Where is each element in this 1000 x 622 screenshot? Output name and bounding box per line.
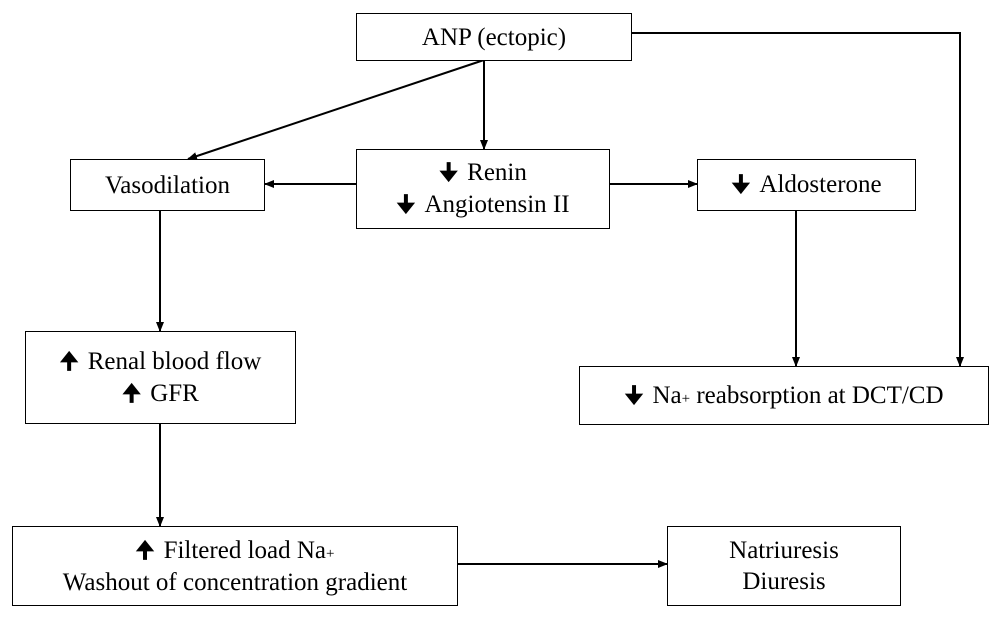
renal-blood-flow-gfr-node: 🠉 Renal blood flow 🠉 GFR	[25, 331, 296, 424]
anp-label: ANP (ectopic)	[421, 23, 567, 51]
vasodilation-label: Vasodilation	[105, 171, 230, 199]
angiotensin-label: Angiotensin II	[424, 191, 570, 218]
reabsorption-label: reabsorption at DCT/CD	[690, 381, 944, 409]
filtered-load-label: Filtered load Na	[163, 536, 327, 564]
renin-angiotensin-node: 🠋 Renin 🠋 Angiotensin II	[356, 149, 610, 229]
na-label: Na	[652, 381, 682, 409]
edge-anp-to-vasodilation	[187, 59, 485, 160]
up-arrow-icon: 🠉	[135, 537, 155, 564]
anp-ectopic-node: ANP (ectopic)	[356, 13, 632, 61]
diuresis-label: Diuresis	[742, 568, 826, 595]
natriuresis-diuresis-node: Natriuresis Diuresis	[667, 526, 901, 606]
renin-label: Renin	[467, 159, 527, 186]
aldosterone-node: 🠋 Aldosterone	[697, 159, 916, 211]
vasodilation-node: Vasodilation	[70, 159, 265, 211]
up-arrow-icon: 🠉	[122, 380, 142, 407]
down-arrow-icon: 🠋	[439, 160, 459, 186]
filtered-load-node: 🠉 Filtered load Na+ Washout of concentra…	[12, 526, 458, 606]
renal-blood-flow-label: Renal blood flow	[87, 347, 262, 375]
edge-anp-to-na-reabsorption	[632, 32, 964, 367]
gfr-label: GFR	[150, 379, 199, 407]
washout-label: Washout of concentration gradient	[62, 568, 408, 596]
down-arrow-icon: 🠋	[396, 192, 416, 218]
na-reabsorption-node: 🠋 Na+ reabsorption at DCT/CD	[579, 366, 989, 425]
aldosterone-label: Aldosterone	[759, 171, 882, 198]
down-arrow-icon: 🠋	[624, 382, 644, 409]
up-arrow-icon: 🠉	[59, 348, 79, 375]
down-arrow-icon: 🠋	[731, 172, 751, 198]
natriuresis-label: Natriuresis	[729, 537, 839, 564]
